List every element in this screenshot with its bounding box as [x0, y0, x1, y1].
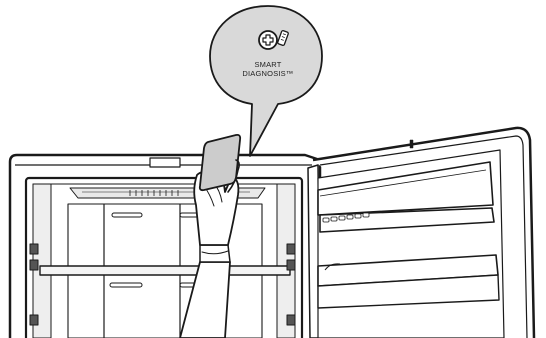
bubble-line-2: DIAGNOSIS™ [242, 69, 293, 78]
refrigerator-door [308, 128, 534, 338]
refrigerator-body [10, 155, 320, 338]
bubble-line-1: SMART [254, 60, 281, 69]
speech-bubble: SMART DIAGNOSIS™ [210, 6, 322, 156]
smart-diagnosis-icon [259, 31, 277, 49]
